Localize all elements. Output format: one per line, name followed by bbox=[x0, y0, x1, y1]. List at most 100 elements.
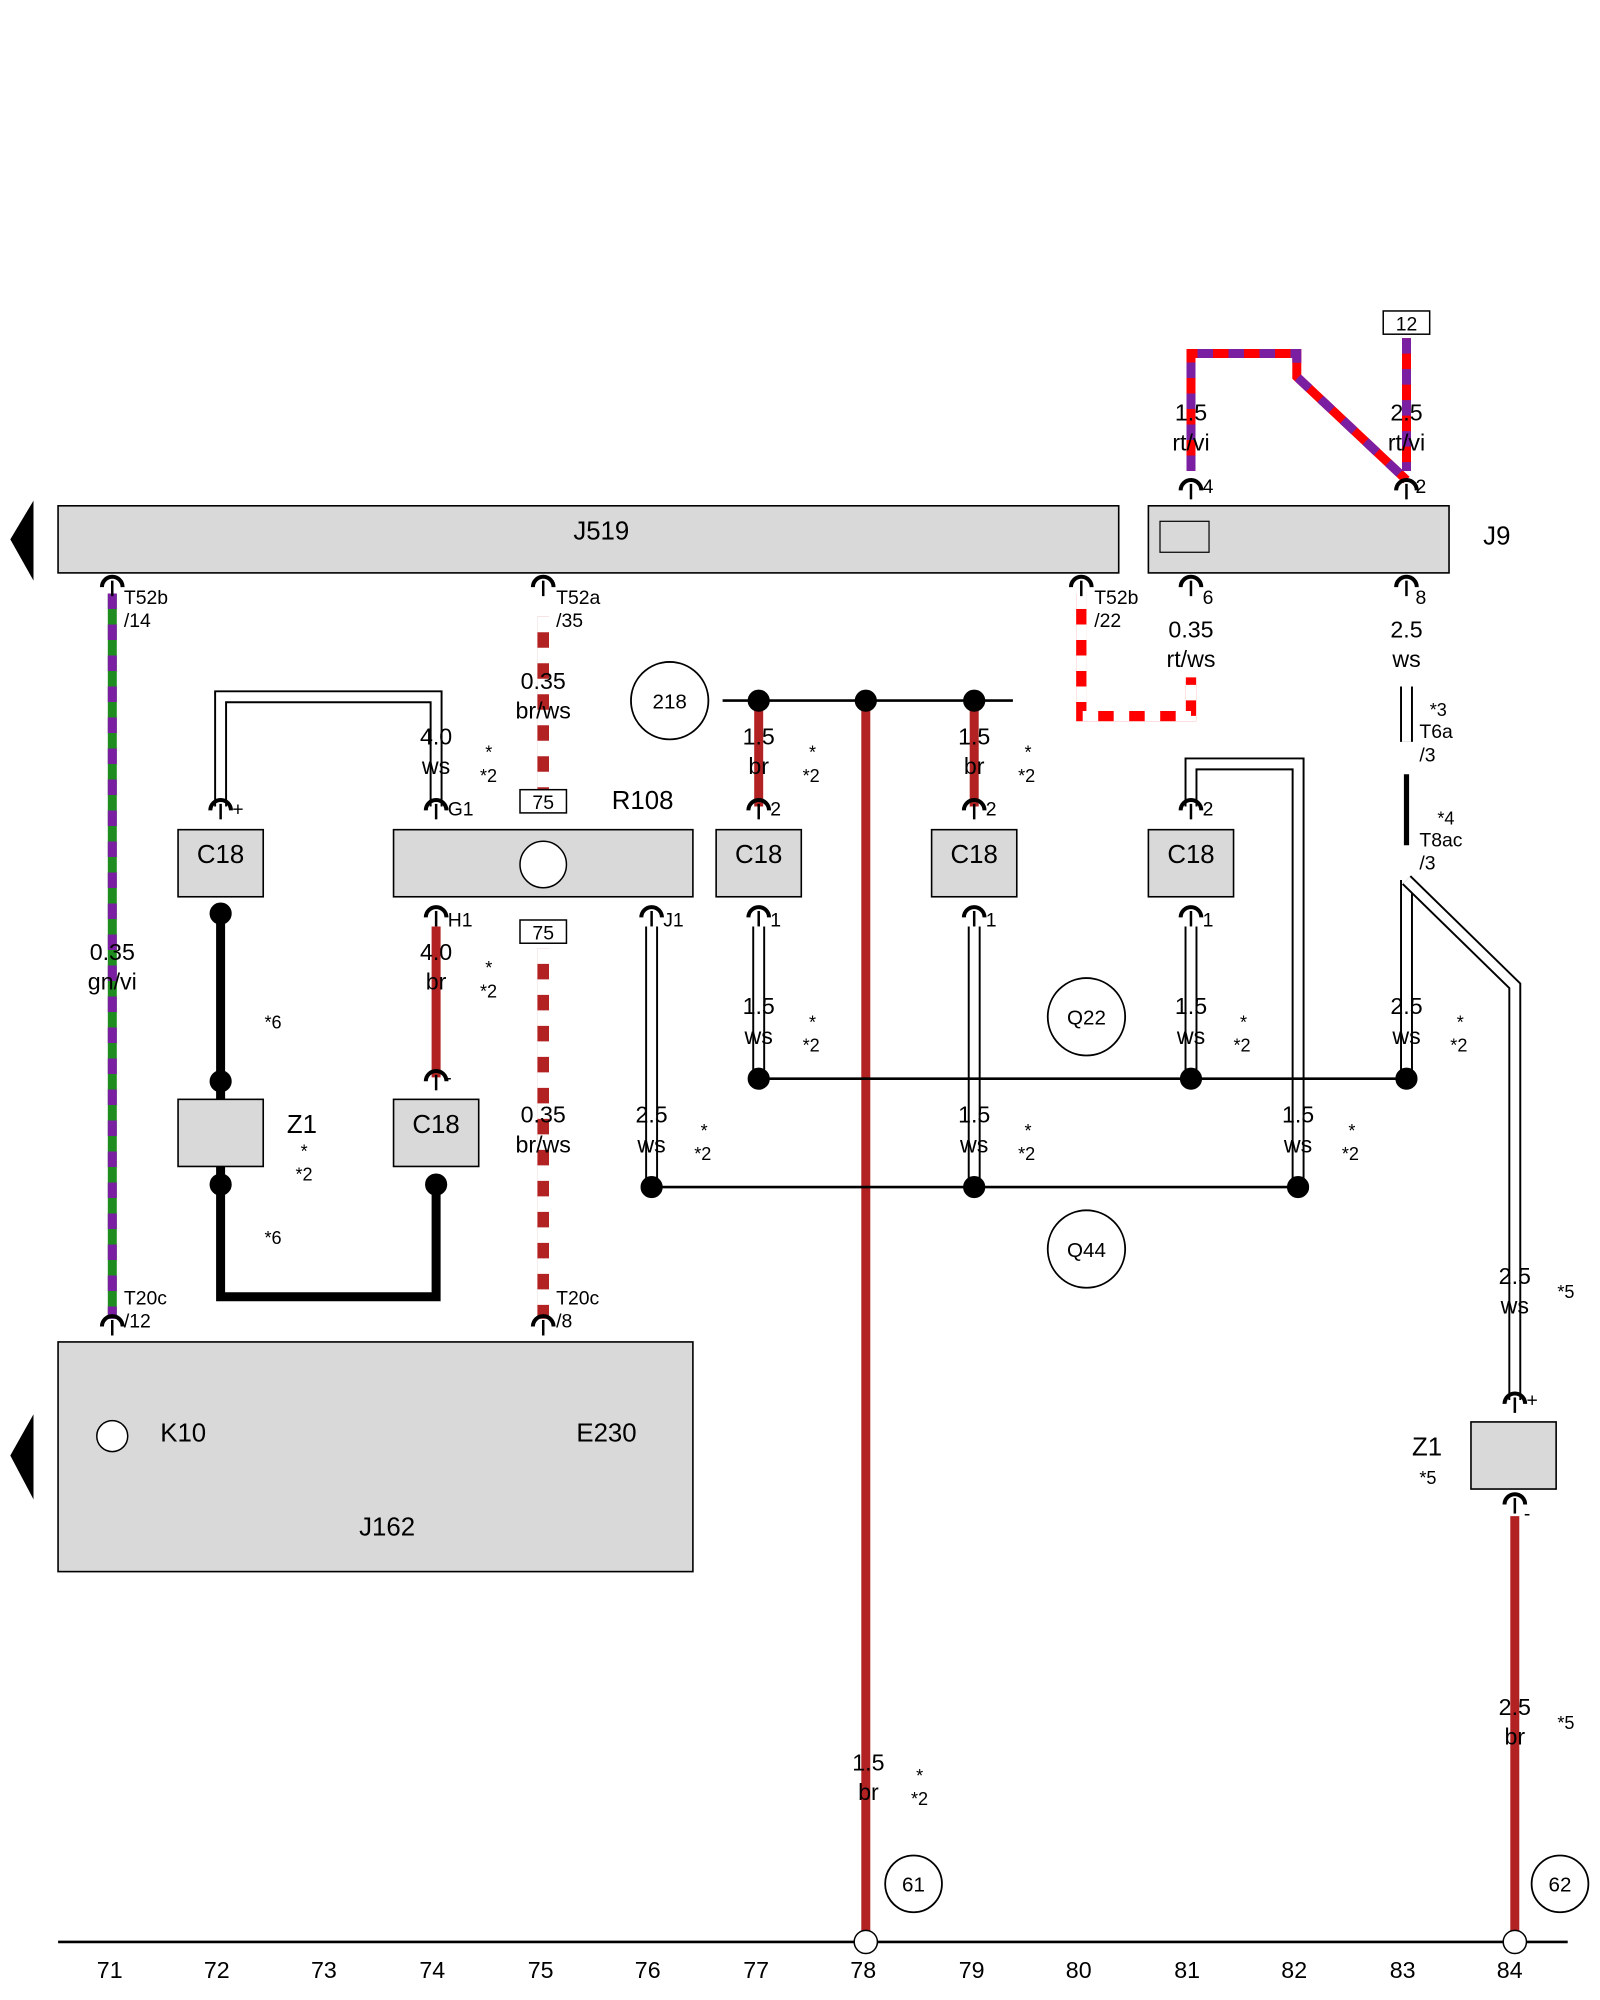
wire-ws-74 bbox=[214, 690, 443, 807]
junction-dot bbox=[747, 1067, 770, 1090]
connector-t52b_22-pin: /22 bbox=[1094, 610, 1121, 632]
component-c18: C18 bbox=[735, 841, 782, 869]
component-z1-84: Z1 bbox=[1412, 1434, 1442, 1462]
plug-icon bbox=[1394, 478, 1419, 491]
wire-ws-74-core bbox=[216, 692, 441, 807]
footnote-mark: * bbox=[485, 958, 492, 978]
footnote-mark: *2 bbox=[480, 981, 497, 1001]
ref-62-circle bbox=[1530, 1854, 1590, 1914]
wire-color-label: br bbox=[858, 1779, 879, 1805]
footnote-mark: *2 bbox=[480, 766, 497, 786]
wire-color-label: ws bbox=[1500, 1293, 1529, 1319]
wire-size-label: 2.5 bbox=[1390, 400, 1422, 426]
track-number: 77 bbox=[743, 1957, 769, 1983]
pin-label: + bbox=[1527, 1390, 1538, 1412]
wire-rtvi-left-stripe bbox=[1186, 349, 1410, 484]
wire-color-label: rt/ws bbox=[1167, 646, 1216, 672]
connector-t20c_8: T20c bbox=[556, 1288, 599, 1310]
pin-label: 1 bbox=[986, 910, 997, 932]
footnote-mark: *2 bbox=[911, 1789, 928, 1809]
terminal-box bbox=[1382, 310, 1431, 335]
connector-t20c_8-pin: /8 bbox=[556, 1311, 572, 1333]
plug-icon bbox=[530, 1314, 556, 1327]
plug-icon bbox=[961, 798, 987, 811]
junction-dot bbox=[1395, 1067, 1418, 1090]
wire-size-label: 0.35 bbox=[521, 668, 566, 694]
footnote-mark: *4 bbox=[1437, 809, 1454, 829]
plug-icon bbox=[1068, 575, 1094, 588]
track-number: 80 bbox=[1066, 1957, 1092, 1983]
footnote-mark: *2 bbox=[1450, 1036, 1467, 1056]
pin-label: - bbox=[445, 1067, 451, 1089]
footnote-mark: *6 bbox=[265, 1012, 282, 1032]
ref-q44-circle bbox=[1046, 1209, 1127, 1289]
j162-box bbox=[57, 1341, 694, 1573]
footnote-mark: *3 bbox=[1430, 700, 1447, 720]
footnote-mark: *2 bbox=[803, 1036, 820, 1056]
footnote-mark: *2 bbox=[694, 1144, 711, 1164]
junction-dot bbox=[963, 689, 986, 712]
wire-size-label: 1.5 bbox=[743, 724, 775, 750]
wire-color-label: br bbox=[964, 753, 985, 779]
plug-icon bbox=[746, 905, 772, 918]
track-number: 84 bbox=[1497, 1957, 1523, 1983]
footnote-mark: * bbox=[1025, 1121, 1032, 1141]
plug-icon bbox=[99, 1314, 125, 1327]
wire-size-label: 2.5 bbox=[635, 1102, 667, 1128]
pin-label: 4 bbox=[1203, 476, 1214, 498]
ground-point-78 bbox=[853, 1929, 879, 1955]
plug-icon bbox=[423, 1069, 449, 1082]
j519-bar bbox=[57, 505, 1120, 574]
wire-size-label: 1.5 bbox=[743, 993, 775, 1019]
plug-icon bbox=[423, 905, 449, 918]
track-number: 79 bbox=[959, 1957, 985, 1983]
junction-dot bbox=[209, 1173, 232, 1196]
wire-color-label: ws bbox=[1391, 1023, 1420, 1049]
component-j519: J519 bbox=[573, 517, 629, 545]
pin-label: J1 bbox=[663, 910, 683, 932]
footnote-mark: *2 bbox=[1018, 766, 1035, 786]
pin-label: 1 bbox=[1203, 910, 1214, 932]
footnote-mark: *5 bbox=[1557, 1282, 1574, 1302]
pin-label: 2 bbox=[986, 799, 997, 821]
wire-size-label: 0.35 bbox=[90, 939, 135, 965]
plug-icon bbox=[530, 574, 556, 588]
c18-box-81 bbox=[1147, 828, 1235, 898]
ref-62: 62 bbox=[1549, 1874, 1572, 1897]
connector-t52b_14: T52b bbox=[124, 587, 168, 609]
terminal-box bbox=[519, 788, 568, 814]
c18-box-74 bbox=[392, 1098, 480, 1168]
terminal-label: 75 bbox=[532, 922, 554, 944]
connector-t52a_35-pin: /35 bbox=[556, 610, 583, 632]
track-number: 75 bbox=[528, 1957, 554, 1983]
wire-color-label: ws bbox=[959, 1131, 988, 1157]
component-c18: C18 bbox=[1167, 841, 1214, 869]
wire-size-label: 0.35 bbox=[521, 1102, 566, 1128]
footnote-mark: * bbox=[916, 1766, 923, 1786]
wire-size-label: 4.0 bbox=[420, 724, 452, 750]
wire-size-label: 4.0 bbox=[420, 939, 452, 965]
footnote-mark: *2 bbox=[1018, 1144, 1035, 1164]
component-j9: J9 bbox=[1483, 523, 1510, 551]
footnote-mark: * bbox=[1240, 1012, 1247, 1032]
wire-ws-84-core bbox=[1403, 876, 1520, 1400]
ref-61-circle bbox=[884, 1854, 943, 1914]
footnote-mark: *2 bbox=[1342, 1144, 1359, 1164]
junction-dot bbox=[1286, 1176, 1310, 1199]
wire-size-label: 1.5 bbox=[1175, 400, 1207, 426]
left-arrow-j162 bbox=[10, 1414, 34, 1500]
connector-t8ac: T8ac bbox=[1419, 830, 1462, 852]
wire-color-label: ws bbox=[421, 753, 450, 779]
pin-label: + bbox=[232, 799, 243, 821]
ground-point-84 bbox=[1502, 1929, 1528, 1955]
pin-label: 1 bbox=[770, 910, 781, 932]
footnote-mark: *2 bbox=[1234, 1036, 1251, 1056]
wire-rtvi-left bbox=[1186, 349, 1410, 484]
pin-label: G1 bbox=[448, 799, 474, 821]
wire-color-label: br bbox=[1504, 1724, 1525, 1750]
plug-icon bbox=[208, 798, 233, 811]
footnote-mark: *5 bbox=[1557, 1713, 1574, 1733]
terminal-label: 12 bbox=[1396, 313, 1418, 335]
pin-label: 2 bbox=[1203, 799, 1214, 821]
